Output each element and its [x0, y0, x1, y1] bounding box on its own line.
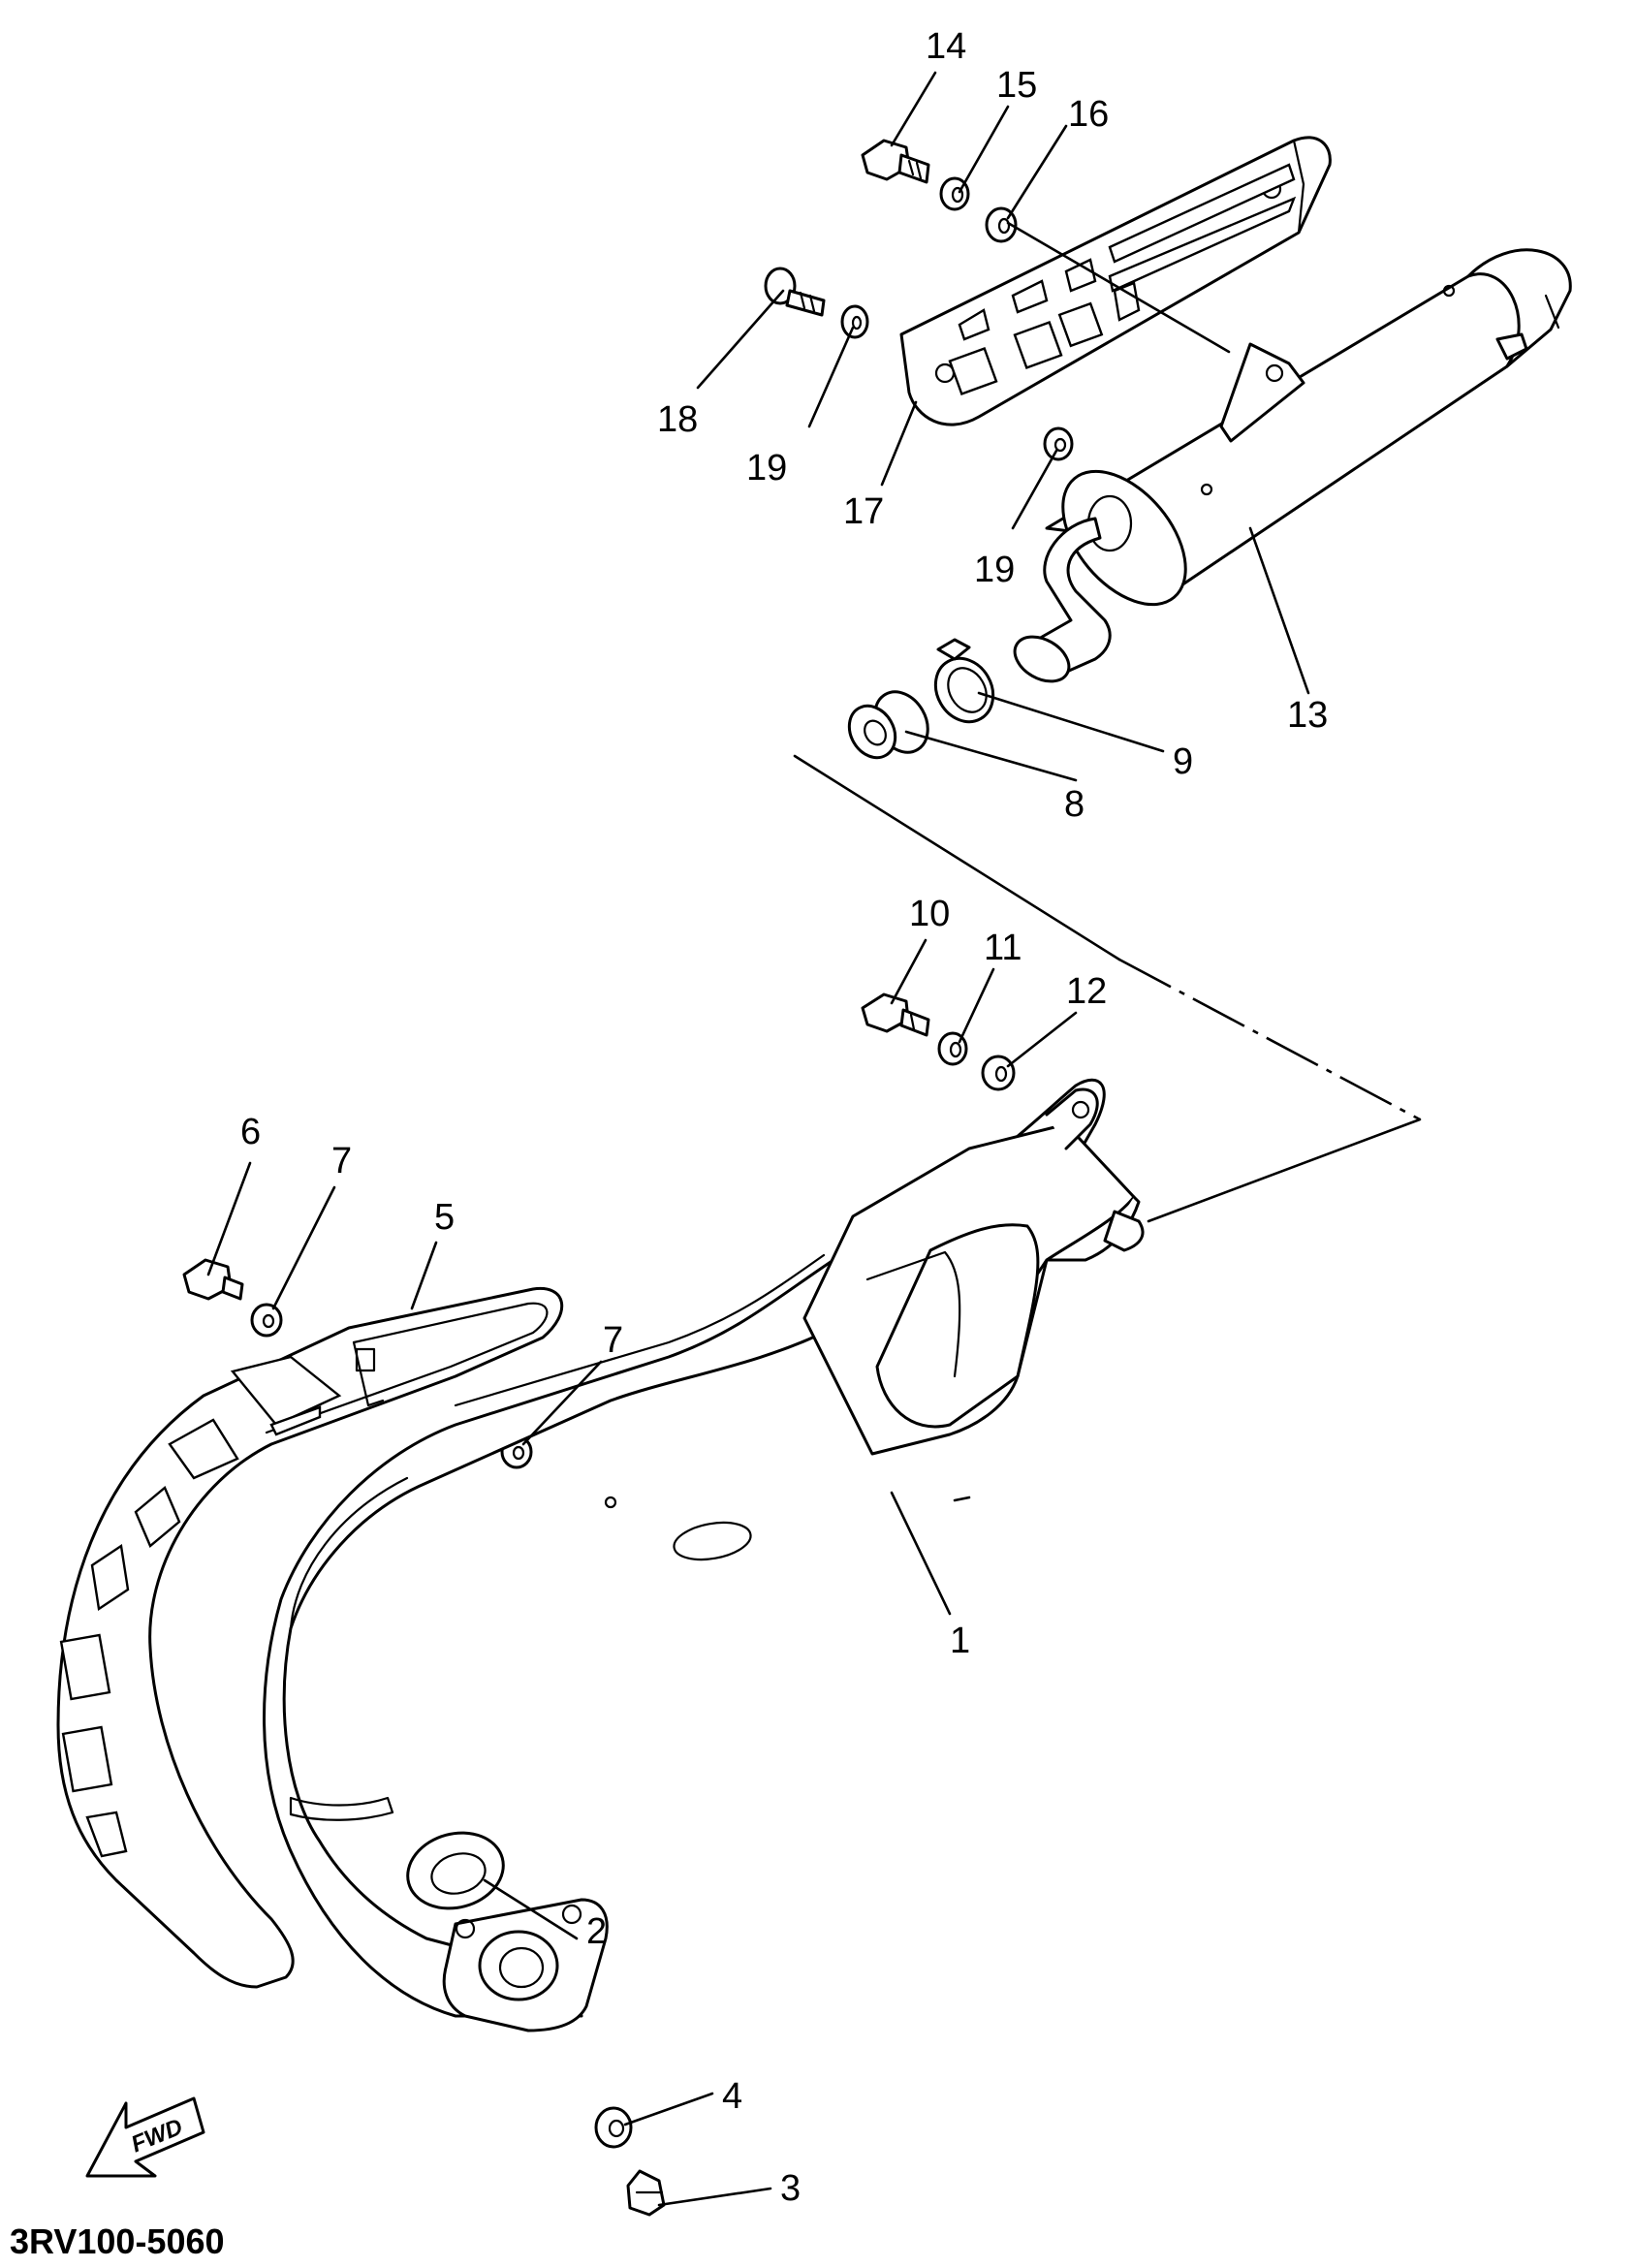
- callout-14: 14: [926, 26, 966, 67]
- callout-2: 2: [586, 1911, 607, 1952]
- gasket-part-8: [847, 690, 929, 760]
- callout-18: 18: [657, 399, 698, 440]
- gasket-part-2: [406, 1831, 505, 1910]
- callout-15: 15: [996, 65, 1037, 106]
- callout-12: 12: [1066, 971, 1107, 1012]
- callout-7b: 7: [603, 1320, 623, 1361]
- diagram-code: 3RV100-5060: [10, 2221, 225, 2261]
- callout-16: 16: [1068, 94, 1109, 135]
- callout-19a: 19: [746, 448, 787, 488]
- callout-9: 9: [1173, 741, 1193, 782]
- callout-1: 1: [950, 1621, 970, 1661]
- washer-part-7a: [250, 1303, 283, 1338]
- washer-part-12: [981, 1055, 1016, 1091]
- callout-13: 13: [1287, 695, 1328, 736]
- callout-5: 5: [434, 1197, 455, 1238]
- bolt-part-18: [764, 267, 826, 317]
- bolt-part-14: [861, 139, 930, 184]
- callout-10: 10: [909, 894, 950, 934]
- callout-6: 6: [240, 1112, 261, 1152]
- callout-11: 11: [984, 928, 1022, 968]
- washer-part-19b: [1043, 426, 1074, 461]
- callout-17: 17: [843, 491, 884, 532]
- bolt-part-6: [182, 1258, 244, 1301]
- clamp-part-9: [933, 638, 995, 724]
- washer-part-4: [594, 2106, 633, 2149]
- callout-3: 3: [780, 2168, 801, 2209]
- bolt-part-3: [626, 2169, 666, 2217]
- bolt-part-10: [861, 992, 930, 1037]
- callout-19b: 19: [974, 550, 1015, 590]
- callout-8: 8: [1064, 784, 1085, 825]
- muffler-guard-part: [899, 136, 1332, 426]
- muffler-part: [1013, 248, 1572, 683]
- pipe-guard-part-5: [56, 1286, 564, 1989]
- callout-4: 4: [722, 2076, 742, 2117]
- forward-arrow-icon: FWD: [85, 2096, 205, 2178]
- washer-part-19a: [840, 304, 869, 339]
- exhaust-pipe-part-1: [263, 1078, 1145, 2032]
- callout-7a: 7: [331, 1141, 352, 1181]
